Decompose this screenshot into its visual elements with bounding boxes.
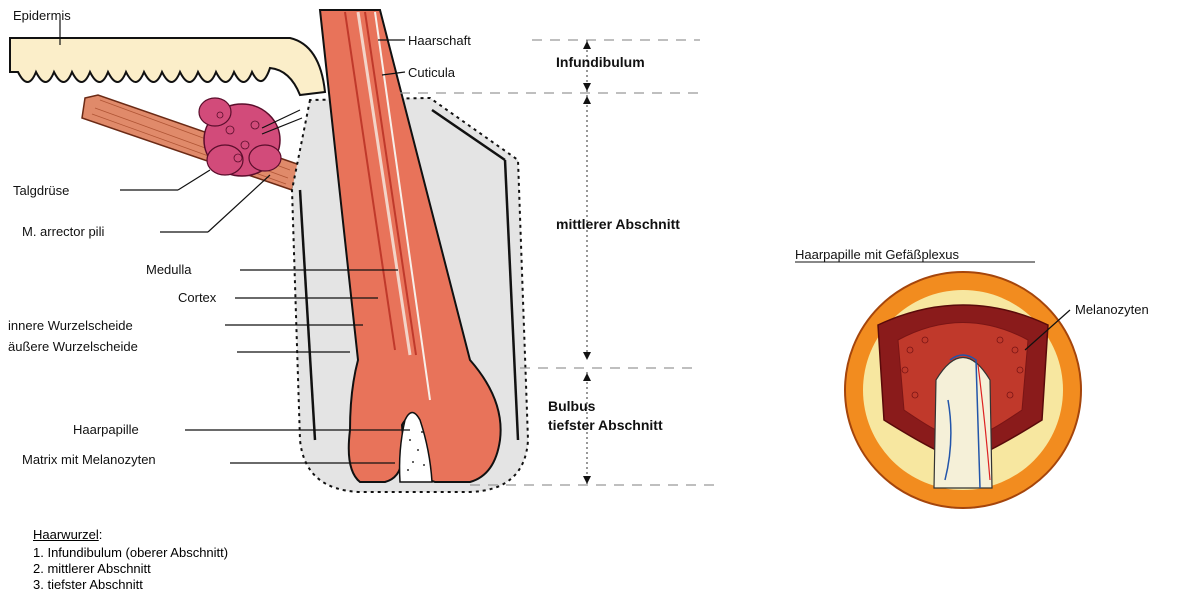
label-haarpapille: Haarpapille: [73, 422, 139, 437]
label-medulla: Medulla: [146, 262, 192, 277]
label-epidermis: Epidermis: [13, 8, 71, 23]
label-talgdruese: Talgdrüse: [13, 183, 69, 198]
epidermis-shape: [10, 38, 325, 95]
legend-item: 1. Infundibulum (oberer Abschnitt): [33, 545, 228, 561]
papille-cross-section: [845, 272, 1081, 508]
legend-item: 3. tiefster Abschnitt: [33, 577, 228, 593]
label-innere-wurzelscheide: innere Wurzelscheide: [8, 318, 133, 333]
legend-title: Haarwurzel:: [33, 527, 102, 542]
legend-list: 1. Infundibulum (oberer Abschnitt) 2. mi…: [33, 545, 228, 593]
label-mittlerer-abschnitt: mittlerer Abschnitt: [556, 217, 680, 232]
label-tiefster-abschnitt: tiefster Abschnitt: [548, 418, 663, 433]
label-melanozyten: Melanozyten: [1075, 302, 1149, 317]
label-cortex: Cortex: [178, 290, 216, 305]
legend-title-text: Haarwurzel: [33, 527, 99, 542]
legend-title-suffix: :: [99, 527, 103, 542]
label-papille-title: Haarpapille mit Gefäßplexus: [795, 247, 959, 262]
label-infundibulum: Infundibulum: [556, 55, 645, 70]
legend-item: 2. mittlerer Abschnitt: [33, 561, 228, 577]
label-cuticula: Cuticula: [408, 65, 455, 80]
label-haarschaft: Haarschaft: [408, 33, 471, 48]
label-arrector-pili: M. arrector pili: [22, 224, 104, 239]
label-bulbus: Bulbus: [548, 399, 595, 414]
label-aeussere-wurzelscheide: äußere Wurzelscheide: [8, 339, 138, 354]
label-matrix: Matrix mit Melanozyten: [22, 452, 156, 467]
